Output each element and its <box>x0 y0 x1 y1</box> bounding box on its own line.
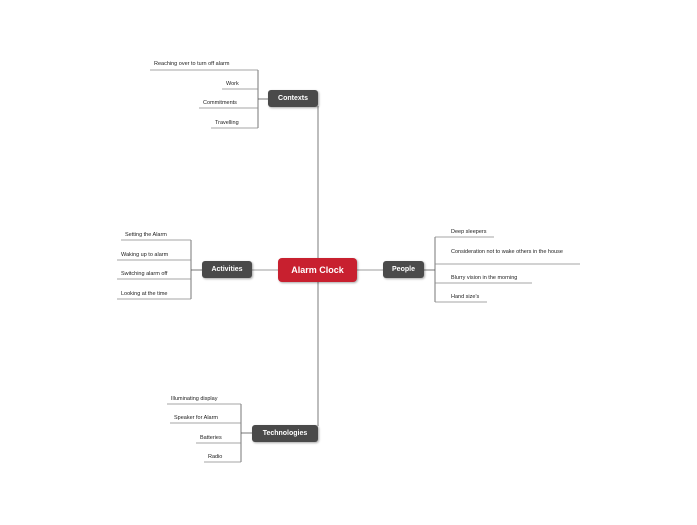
subtopic-work[interactable]: Work <box>226 81 239 87</box>
subtopic-blurry-vision[interactable]: Blurry vision in the morning <box>451 275 518 281</box>
topic-contexts[interactable]: Contexts <box>268 90 318 107</box>
subtopic-batteries[interactable]: Batteries <box>200 435 222 441</box>
subtopic-waking-up[interactable]: Waking up to alarm <box>121 252 169 258</box>
subtopic-setting-the-alarm[interactable]: Setting the Alarm <box>125 232 167 238</box>
subtopic-speaker-for-alarm[interactable]: Speaker for Alarm <box>174 415 219 421</box>
topic-technologies[interactable]: Technologies <box>252 425 318 442</box>
central-topic-alarm-clock[interactable]: Alarm Clock <box>278 258 357 282</box>
subtopic-illuminating-display[interactable]: Illuminating display <box>171 396 218 402</box>
subtopic-radio[interactable]: Radio <box>208 454 223 460</box>
subtopic-switching-alarm-off[interactable]: Switching alarm off <box>121 271 168 277</box>
subtopic-deep-sleepers[interactable]: Deep sleepers <box>451 229 487 235</box>
subtopic-hand-size[interactable]: Hand size's <box>451 294 480 300</box>
subtopic-travelling[interactable]: Travelling <box>215 120 239 126</box>
subtopic-reaching-over[interactable]: Reaching over to turn off alarm <box>154 61 230 67</box>
topic-people[interactable]: People <box>383 261 424 278</box>
subtopic-looking-at-time[interactable]: Looking at the time <box>121 291 168 297</box>
topic-activities[interactable]: Activities <box>202 261 252 278</box>
subtopic-consideration[interactable]: Consideration not to wake others in the … <box>451 249 563 255</box>
subtopic-commitments[interactable]: Commitments <box>203 100 237 106</box>
